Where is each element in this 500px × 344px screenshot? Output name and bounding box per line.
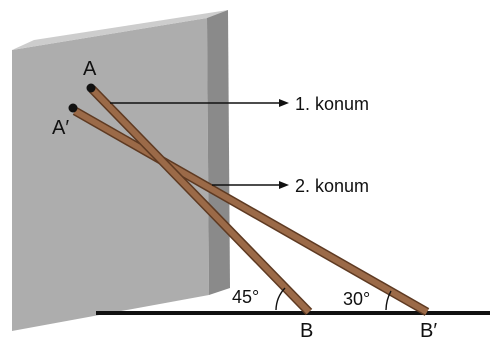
wall-side-face [207,10,230,295]
wall-front-face [12,18,209,331]
ground-line [96,311,490,315]
wall-top-face [12,10,228,50]
point-a-label: A [83,58,97,80]
point-a-prime-label: A′ [52,117,69,139]
position-1-label: 1. konum [295,94,369,114]
angle-arc-b [275,287,286,311]
rod-position-2 [72,107,430,316]
arrow-position-2 [212,181,289,189]
position-2-label: 2. konum [295,176,369,196]
point-b-label: B [300,320,313,342]
point-a-dot [86,83,96,93]
arrow-position-1 [110,99,289,107]
angle-b-label: 45° [232,287,259,307]
wall [12,10,230,331]
point-a-prime-dot [68,103,78,113]
rod-position-1 [88,85,313,316]
angle-arc-b-prime [385,290,392,311]
point-b-prime-label: B′ [420,320,437,342]
angle-b-prime-label: 30° [343,289,370,309]
